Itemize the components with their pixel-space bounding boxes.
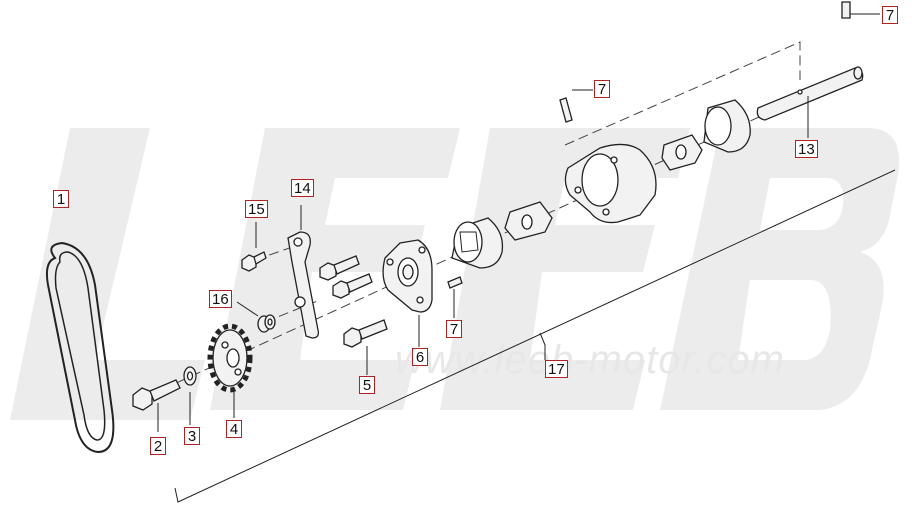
dowel-pin-middle-part-7 xyxy=(559,89,593,123)
bolt-upper xyxy=(319,255,360,281)
callout-4: 4 xyxy=(226,420,242,438)
callout-2: 2 xyxy=(150,437,166,455)
inner-rotor xyxy=(504,201,553,241)
website-watermark: www.leeb-motor.com xyxy=(395,338,785,382)
dowel-pin-lower-part-7 xyxy=(447,276,463,318)
callout-7-lower: 7 xyxy=(446,320,462,338)
bolt-part-5 xyxy=(343,319,388,375)
callout-14: 14 xyxy=(291,179,314,197)
callout-13: 13 xyxy=(795,140,818,158)
callout-6: 6 xyxy=(412,348,428,366)
washer-part-3 xyxy=(183,366,197,425)
callout-5: 5 xyxy=(359,376,375,394)
bolt-part-2 xyxy=(132,379,181,432)
second-outer-rotor xyxy=(703,99,751,153)
chain-part-1 xyxy=(45,241,115,454)
callout-3: 3 xyxy=(184,427,200,445)
bolt-part-15 xyxy=(241,222,267,272)
callout-1: 1 xyxy=(53,190,69,208)
nut-part-16 xyxy=(236,301,276,333)
callout-7-middle: 7 xyxy=(594,80,610,98)
pin-dashed-guide xyxy=(564,41,801,146)
bracket-part-14 xyxy=(287,205,320,339)
assembly-bracket-part-17 xyxy=(174,169,896,503)
pump-cover-part-6 xyxy=(382,239,433,347)
outer-rotor xyxy=(451,217,504,269)
callout-7-top: 7 xyxy=(882,6,898,24)
shaft-part-13 xyxy=(756,66,864,138)
bolt-middle xyxy=(332,273,373,299)
callout-17: 17 xyxy=(545,360,568,378)
callout-16: 16 xyxy=(209,290,232,308)
pump-body xyxy=(564,143,657,224)
second-inner-rotor xyxy=(661,134,703,171)
sprocket-part-4 xyxy=(207,323,253,418)
dowel-pin-top-part-7 xyxy=(841,1,880,19)
callout-15: 15 xyxy=(245,200,268,218)
